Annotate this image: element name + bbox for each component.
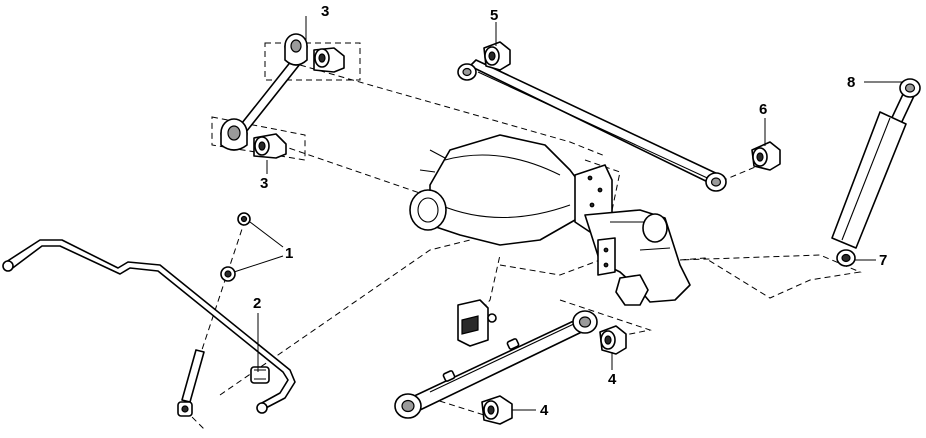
callout-7: 7 xyxy=(879,252,887,269)
bushing-5 xyxy=(483,41,511,71)
differential-housing xyxy=(409,134,691,306)
bushing-4-lower xyxy=(481,395,513,425)
callout-2: 2 xyxy=(253,295,261,312)
callout-leader-lines xyxy=(233,16,902,411)
upper-trailing-link xyxy=(457,59,727,192)
upper-lateral-link xyxy=(220,33,308,151)
callout-6: 6 xyxy=(759,101,767,118)
callout-4-right: 4 xyxy=(608,371,617,388)
callout-5: 5 xyxy=(490,7,498,24)
callout-8: 8 xyxy=(847,74,855,91)
stabilizer-bar xyxy=(2,239,296,414)
bushing-4-upper xyxy=(599,325,627,355)
bushing-3-lower xyxy=(253,133,287,159)
bushing-3-upper xyxy=(313,47,345,73)
callout-4-bottom: 4 xyxy=(540,402,549,419)
stabilizer-link xyxy=(177,212,251,417)
bracket-clip xyxy=(457,299,497,347)
callout-3-top: 3 xyxy=(321,3,329,20)
shock-absorber xyxy=(831,78,921,267)
lower-control-link xyxy=(394,310,598,419)
callout-3-bottom: 3 xyxy=(260,175,268,192)
bushing-6 xyxy=(751,141,781,171)
callout-1: 1 xyxy=(285,245,293,262)
